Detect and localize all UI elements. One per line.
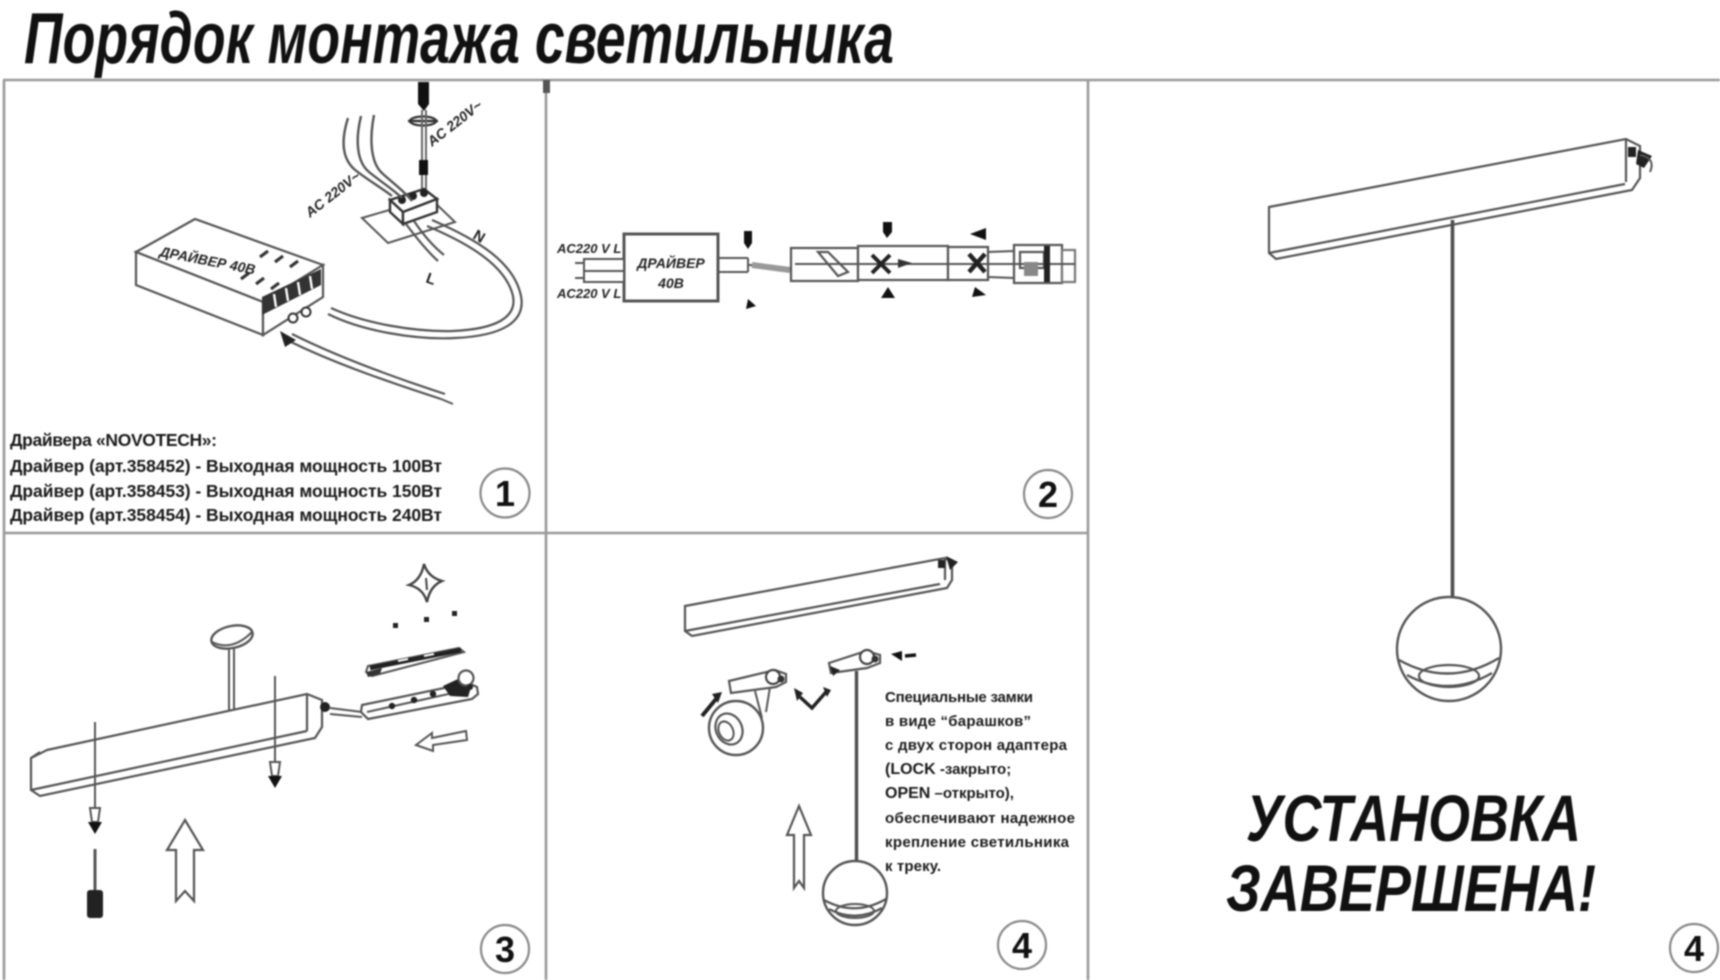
svg-text:крепление светильника: крепление светильника: [885, 834, 1070, 851]
svg-text:Порядок монтажа светильника: Порядок монтажа светильника: [24, 0, 894, 79]
svg-text:40В: 40В: [657, 275, 684, 291]
svg-text:Специальные замки: Специальные замки: [885, 689, 1033, 706]
svg-text:3: 3: [495, 929, 515, 970]
svg-text:ДРАЙВЕР: ДРАЙВЕР: [636, 254, 705, 271]
svg-text:4: 4: [1684, 928, 1704, 969]
svg-text:Драйвер (арт.358452) - Выходна: Драйвер (арт.358452) - Выходная мощность…: [10, 456, 442, 476]
svg-text:L: L: [424, 270, 438, 289]
svg-text:в виде “барашков”: в виде “барашков”: [885, 713, 1031, 730]
svg-text:4: 4: [1012, 925, 1032, 966]
svg-text:AC220 V L: AC220 V L: [556, 241, 621, 256]
svg-text:Драйвера «NOVOTECH»:: Драйвера «NOVOTECH»:: [10, 430, 217, 450]
svg-text:1: 1: [495, 473, 515, 514]
svg-text:2: 2: [1038, 474, 1058, 515]
svg-text:Драйвер (арт.358454) - Выходна: Драйвер (арт.358454) - Выходная мощность…: [10, 505, 442, 525]
svg-text:УСТАНОВКА: УСТАНОВКА: [1246, 781, 1581, 855]
svg-text:ЗАВЕРШЕНА!: ЗАВЕРШЕНА!: [1226, 851, 1596, 925]
svg-text:(LOCK -закрыто;: (LOCK -закрыто;: [885, 761, 1011, 778]
svg-text:с двух сторон адаптера: с двух сторон адаптера: [885, 737, 1068, 754]
svg-text:AC220 V L: AC220 V L: [556, 286, 621, 301]
svg-text:AC 220V~: AC 220V~: [301, 168, 363, 221]
svg-text:к треку.: к треку.: [885, 858, 941, 875]
svg-text:OPEN –открыто),: OPEN –открыто),: [885, 785, 1014, 802]
svg-text:Драйвер (арт.358453) - Выходна: Драйвер (арт.358453) - Выходная мощность…: [10, 481, 442, 501]
svg-text:обеспечивают надежное: обеспечивают надежное: [885, 810, 1075, 827]
